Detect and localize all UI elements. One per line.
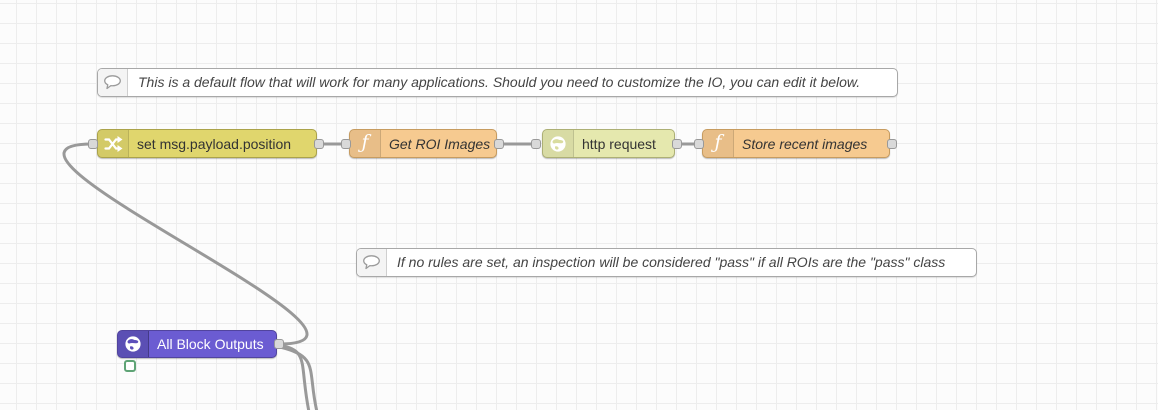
node-http-request[interactable]: http request [542, 129, 675, 158]
comment-node-pass-rules[interactable]: If no rules are set, an inspection will … [356, 248, 977, 277]
output-port[interactable] [314, 139, 324, 149]
input-port[interactable] [531, 139, 541, 149]
comment-text: This is a default flow that will work fo… [138, 74, 861, 90]
node-label: All Block Outputs [157, 336, 264, 352]
node-label: set msg.payload.position [137, 136, 292, 152]
input-port[interactable] [694, 139, 704, 149]
input-port[interactable] [88, 139, 98, 149]
function-icon: ƒ [703, 130, 734, 157]
globe-icon [118, 331, 149, 357]
node-get-roi-images[interactable]: ƒ Get ROI Images [349, 129, 497, 158]
output-port[interactable] [274, 339, 284, 349]
output-port[interactable] [494, 139, 504, 149]
output-port[interactable] [672, 139, 682, 149]
shuffle-icon [98, 130, 129, 157]
comment-text: If no rules are set, an inspection will … [397, 254, 946, 270]
wire-to-offscreen-2[interactable] [279, 345, 319, 410]
node-label: http request [582, 136, 656, 152]
node-label: Store recent images [742, 136, 868, 152]
node-all-block-outputs[interactable]: All Block Outputs [117, 330, 277, 358]
function-icon: ƒ [350, 130, 381, 157]
wire-to-offscreen-1[interactable] [278, 343, 311, 410]
comment-bubble-icon [98, 69, 128, 96]
comment-node-default-flow[interactable]: This is a default flow that will work fo… [97, 68, 898, 97]
comment-bubble-icon [357, 249, 387, 276]
node-store-recent-images[interactable]: ƒ Store recent images [702, 129, 890, 158]
node-set-msg-payload-position[interactable]: set msg.payload.position [97, 129, 317, 158]
input-port[interactable] [341, 139, 351, 149]
globe-icon [543, 130, 574, 157]
node-label: Get ROI Images [389, 136, 491, 152]
output-port[interactable] [887, 139, 897, 149]
wire-feedback-loop[interactable] [62, 142, 309, 346]
node-status-indicator [124, 360, 136, 372]
